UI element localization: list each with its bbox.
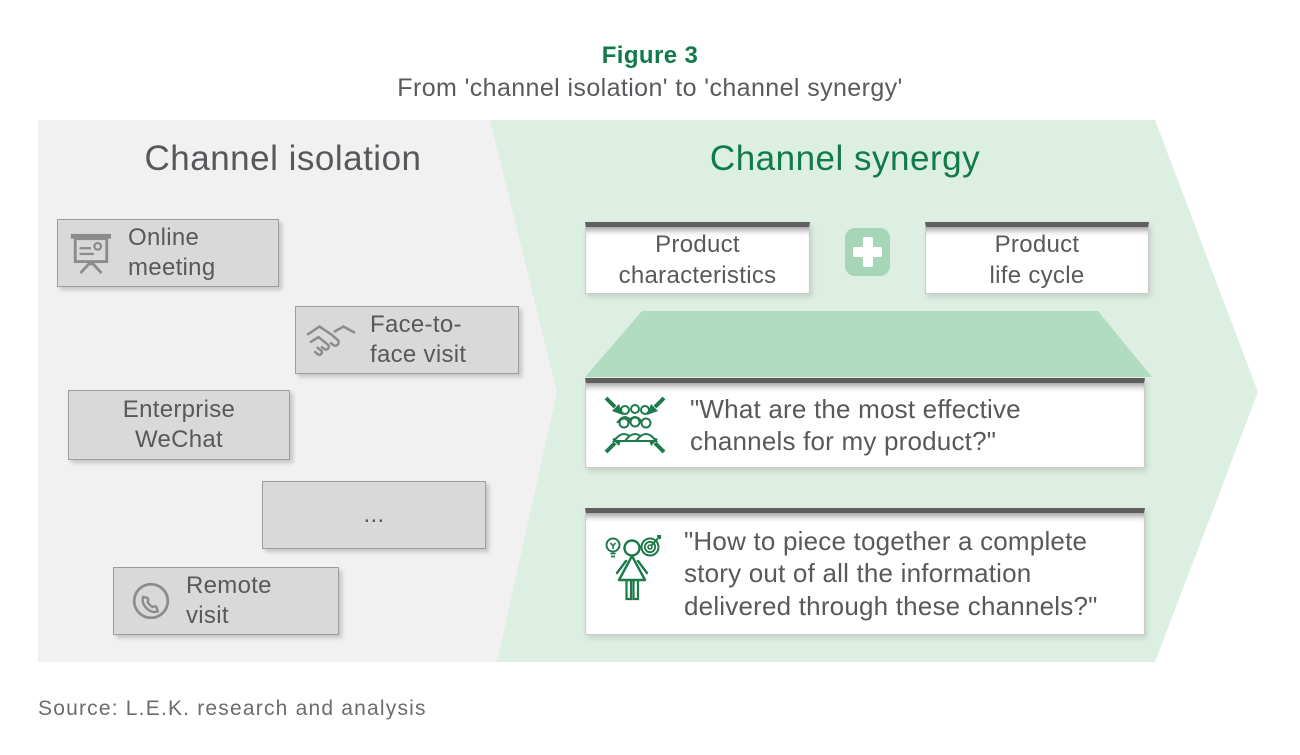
phone-icon	[114, 580, 172, 622]
figure-label: Figure 3	[601, 42, 699, 69]
plus-icon	[845, 228, 890, 276]
product-life-cycle-label: Product life cycle	[989, 230, 1085, 289]
online-meeting-box: Online meeting	[57, 219, 279, 287]
handshake-icon	[296, 321, 356, 359]
question-box-channels: "What are the most effective channels fo…	[585, 378, 1145, 468]
audience-convergence-icon	[602, 394, 668, 456]
question-channels-text: "What are the most effective channels fo…	[690, 393, 1021, 457]
channel-synergy-heading: Channel synergy	[709, 139, 981, 178]
other-channels-box: ...	[262, 481, 486, 549]
funnel-shape	[585, 311, 1152, 377]
remote-visit-box: Remote visit	[113, 567, 339, 635]
remote-visit-label: Remote visit	[186, 572, 272, 629]
online-meeting-label: Online meeting	[128, 224, 216, 281]
question-box-story: "How to piece together a complete story …	[585, 508, 1145, 635]
face-to-face-visit-label: Face-to- face visit	[370, 311, 467, 368]
product-characteristics-box: Product characteristics	[585, 222, 810, 294]
question-story-text: "How to piece together a complete story …	[684, 525, 1098, 621]
channel-isolation-heading: Channel isolation	[144, 139, 422, 178]
face-to-face-visit-box: Face-to- face visit	[295, 306, 519, 374]
other-channels-label: ...	[363, 501, 385, 528]
product-characteristics-label: Product characteristics	[618, 230, 777, 289]
figure-subtitle: From 'channel isolation' to 'channel syn…	[397, 74, 903, 102]
source-note: Source: L.E.K. research and analysis	[38, 697, 427, 720]
idea-target-person-icon	[604, 534, 662, 614]
presentation-icon	[58, 232, 114, 274]
enterprise-wechat-box: Enterprise WeChat	[68, 390, 290, 460]
enterprise-wechat-label: Enterprise WeChat	[122, 396, 236, 453]
product-life-cycle-box: Product life cycle	[925, 222, 1149, 294]
